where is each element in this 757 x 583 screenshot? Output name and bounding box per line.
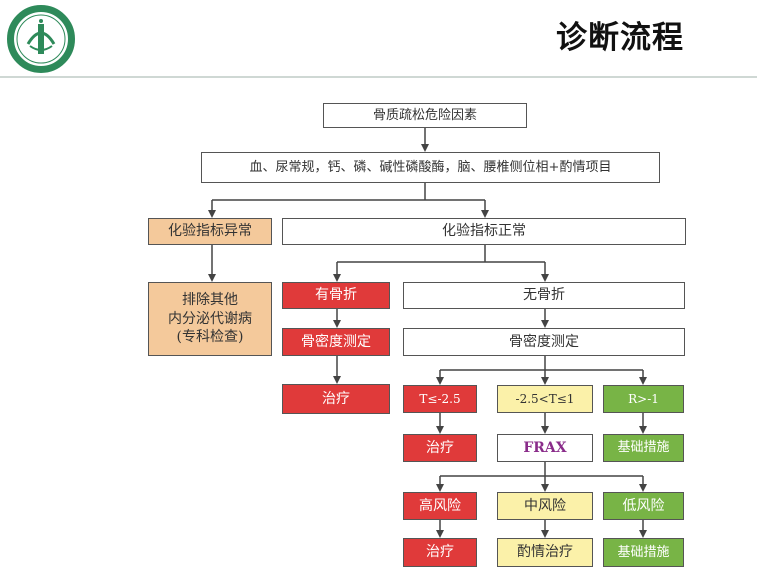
bmd-fracture-box: 骨密度测定 <box>282 328 390 356</box>
high-risk-box: 高风险 <box>403 492 477 520</box>
exclude-endocrine-box: 排除其他 内分泌代谢病 (专科检查) <box>148 282 272 356</box>
low-risk-box: 低风险 <box>603 492 684 520</box>
lab-tests-box: 血、尿常规，钙、磷、碱性磷酸酶，脑、腰椎侧位相+酌情项目 <box>201 152 660 183</box>
treatment-tlow-box: 治疗 <box>403 434 477 462</box>
t-score-low-box: T≤-2.5 <box>403 385 477 413</box>
treatment-fracture-box: 治疗 <box>282 384 390 414</box>
mid-risk-box: 中风险 <box>497 492 593 520</box>
hospital-logo <box>7 5 75 73</box>
no-fracture-box: 无骨折 <box>403 282 685 309</box>
fracture-box: 有骨折 <box>282 282 390 309</box>
t-score-mid-box: -2.5<T≤1 <box>497 385 593 413</box>
title-divider <box>0 76 757 78</box>
basic-measures-thigh-box: 基础措施 <box>603 434 684 462</box>
bmd-no-fracture-box: 骨密度测定 <box>403 328 685 356</box>
t-score-high-box: R>-1 <box>603 385 684 413</box>
basic-measures-low-box: 基础措施 <box>603 538 684 567</box>
frax-box: FRAX <box>497 434 593 462</box>
treatment-high-risk-box: 治疗 <box>403 538 477 567</box>
lab-normal-box: 化验指标正常 <box>282 218 686 245</box>
page-title: 诊断流程 <box>556 20 684 56</box>
risk-factors-box: 骨质疏松危险因素 <box>323 103 527 128</box>
optional-treatment-box: 酌情治疗 <box>497 538 593 567</box>
lab-abnormal-box: 化验指标异常 <box>148 218 272 245</box>
